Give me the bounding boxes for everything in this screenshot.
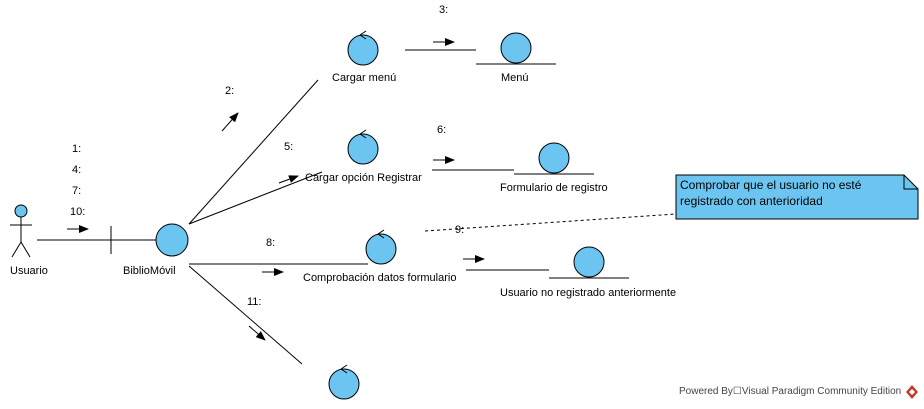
control-comprobacion-label: Comprobación datos formulario — [303, 272, 457, 284]
message-label-5: 5: — [284, 141, 294, 153]
entity-usuario-no-registrado-label: Usuario no registrado anteriormente — [500, 287, 677, 299]
note-shape[interactable] — [675, 174, 919, 220]
message-label-10: 10: — [70, 206, 86, 218]
actor-usuario-label: Usuario — [10, 265, 48, 277]
message-label-9: 9: — [455, 224, 465, 236]
message-arrow-11 — [248, 325, 266, 341]
message-label-11: 11: — [247, 296, 262, 308]
message-label-1: 1: — [72, 143, 82, 155]
link-bibliomovil-cargar-menu[interactable] — [188, 79, 319, 225]
entity-usuario-no-registrado[interactable] — [549, 246, 629, 279]
message-label-2: 2: — [225, 85, 235, 97]
control-cargar-menu[interactable] — [347, 30, 379, 66]
link-bibliomovil-cargar-opcion[interactable] — [188, 171, 323, 225]
control-cargar-opcion-label: Cargar opción Registrar — [305, 172, 422, 184]
entity-formulario-registro[interactable] — [514, 142, 594, 175]
control-salida[interactable] — [328, 364, 360, 400]
links — [37, 49, 677, 365]
actor-usuario[interactable] — [10, 204, 32, 258]
boundary-bibliomovil-label: BiblioMóvil — [123, 265, 176, 277]
link-bibliomovil-salida[interactable] — [188, 265, 303, 365]
message-label-8: 8: — [266, 237, 276, 249]
visual-paradigm-logo-icon — [906, 385, 918, 399]
message-arrow-5 — [278, 175, 299, 184]
message-label-6: 6: — [437, 124, 447, 136]
powered-by-footer: Powered By☐Visual Paradigm Community Edi… — [679, 386, 902, 397]
entity-formulario-label: Formulario de registro — [500, 182, 608, 194]
message-label-7: 7: — [72, 185, 82, 197]
message-label-3: 3: — [439, 4, 449, 16]
control-cargar-opcion-registrar[interactable] — [347, 129, 379, 165]
actor-head — [14, 204, 28, 218]
entity-menu-label: Menú — [501, 72, 529, 84]
note-text: Comprobar que el usuario no esté registr… — [680, 178, 862, 208]
message-label-4: 4: — [72, 164, 82, 176]
boundary-circle — [155, 223, 189, 257]
boundary-bibliomovil[interactable] — [110, 223, 189, 257]
message-arrow-2 — [221, 112, 239, 132]
control-cargar-menu-label: Cargar menú — [332, 72, 397, 84]
entity-menu[interactable] — [476, 32, 556, 65]
control-comprobacion-datos[interactable] — [365, 229, 397, 265]
message-arrows — [67, 38, 485, 341]
